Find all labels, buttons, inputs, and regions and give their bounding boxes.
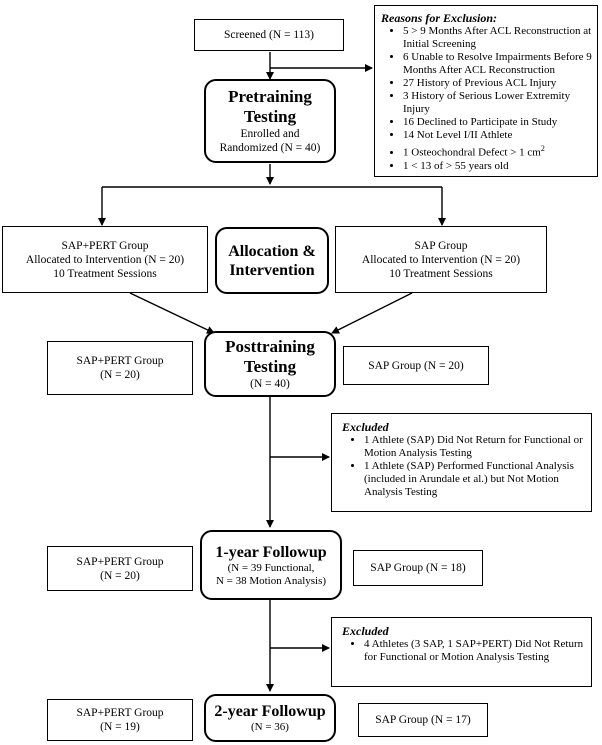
fu1-left-line2: (N = 20) bbox=[100, 569, 140, 582]
allocation-title: Allocation & Intervention bbox=[228, 242, 316, 279]
screened-label: Screened (N = 113) bbox=[223, 29, 315, 41]
post-left-line2: (N = 20) bbox=[100, 369, 140, 381]
excluded2-list: 4 Athletes (3 SAP, 1 SAP+PERT) Did Not R… bbox=[342, 638, 585, 664]
pretraining-line2: Randomized (N = 40) bbox=[219, 142, 321, 154]
fu2-right-label: SAP Group (N = 17) bbox=[375, 714, 471, 726]
exclusion-title: Reasons for Exclusion: bbox=[381, 11, 498, 25]
exclusion-item: 14 Not Level I/II Athlete bbox=[403, 129, 593, 142]
excluded1-item: 1 Athlete (SAP) Did Not Return for Funct… bbox=[364, 434, 585, 460]
followup2-title: 2-year Followup bbox=[214, 703, 326, 720]
excluded1-box: Excluded 1 Athlete (SAP) Did Not Return … bbox=[331, 413, 592, 512]
alloc-left-line1: SAP+PERT Group bbox=[61, 239, 149, 252]
alloc-left-line3: 10 Treatment Sessions bbox=[53, 267, 157, 280]
excluded1-title: Excluded bbox=[342, 420, 389, 434]
exclusion-item: 27 History of Previous ACL Injury bbox=[403, 77, 593, 90]
fu1-right-label: SAP Group (N = 18) bbox=[370, 562, 466, 574]
exclusion-item: 1 < 13 of > 55 years old bbox=[403, 160, 593, 173]
pretraining-line1: Enrolled and bbox=[240, 128, 300, 140]
fu2-left-line1: SAP+PERT Group bbox=[76, 707, 164, 719]
alloc-right-box: SAP Group Allocated to Intervention (N =… bbox=[335, 226, 547, 293]
allocation-box: Allocation & Intervention bbox=[215, 227, 329, 294]
fu2-left-line2: (N = 19) bbox=[100, 721, 140, 733]
post-right-box: SAP Group (N = 20) bbox=[343, 346, 489, 385]
post-right-label: SAP Group (N = 20) bbox=[368, 359, 464, 372]
screened-box: Screened (N = 113) bbox=[194, 19, 344, 51]
alloc-left-line2: Allocated to Intervention (N = 20) bbox=[25, 253, 185, 266]
exclusion-item: 3 History of Serious Lower Extremity Inj… bbox=[403, 90, 593, 116]
followup1-line1: (N = 39 Functional, bbox=[227, 561, 315, 574]
pretraining-title: Pretraining Testing bbox=[228, 87, 312, 126]
fu2-right-box: SAP Group (N = 17) bbox=[358, 703, 488, 737]
posttraining-n: (N = 40) bbox=[250, 378, 290, 390]
fu2-left-box: SAP+PERT Group (N = 19) bbox=[47, 699, 193, 741]
exclusion-box: Reasons for Exclusion: 5 > 9 Months Afte… bbox=[374, 5, 598, 177]
followup1-line2: N = 38 Motion Analysis) bbox=[215, 574, 327, 587]
fu1-right-box: SAP Group (N = 18) bbox=[353, 550, 483, 586]
posttraining-title: Posttraining Testing bbox=[225, 337, 315, 376]
excluded1-list: 1 Athlete (SAP) Did Not Return for Funct… bbox=[342, 434, 585, 499]
alloc-right-line2: Allocated to Intervention (N = 20) bbox=[361, 253, 521, 266]
exclusion-item: 1 Osteochondral Defect > 1 cm2 bbox=[403, 142, 593, 160]
superscript-2: 2 bbox=[540, 144, 545, 153]
exclusion-item-text: 1 Osteochondral Defect > 1 cm bbox=[403, 146, 541, 159]
followup1-title: 1-year Followup bbox=[215, 543, 327, 561]
fu1-left-box: SAP+PERT Group (N = 20) bbox=[47, 546, 193, 591]
exclusion-list: 5 > 9 Months After ACL Reconstruction at… bbox=[381, 25, 593, 173]
excluded2-item: 4 Athletes (3 SAP, 1 SAP+PERT) Did Not R… bbox=[364, 638, 585, 664]
followup2-n: (N = 36) bbox=[251, 721, 289, 733]
excluded2-title: Excluded bbox=[342, 624, 389, 638]
followup2-box: 2-year Followup (N = 36) bbox=[204, 694, 336, 742]
exclusion-item: 16 Declined to Participate in Study bbox=[403, 116, 593, 129]
arrow-left-to-posttraining bbox=[129, 292, 215, 334]
alloc-right-line1: SAP Group bbox=[414, 239, 468, 252]
alloc-left-box: SAP+PERT Group Allocated to Intervention… bbox=[2, 226, 208, 293]
fu1-left-line1: SAP+PERT Group bbox=[76, 555, 164, 568]
exclusion-item: 6 Unable to Resolve Impairments Before 9… bbox=[403, 51, 593, 77]
alloc-right-line3: 10 Treatment Sessions bbox=[389, 267, 493, 280]
excluded2-box: Excluded 4 Athletes (3 SAP, 1 SAP+PERT) … bbox=[331, 617, 592, 687]
post-left-line1: SAP+PERT Group bbox=[76, 355, 164, 367]
posttraining-box: Posttraining Testing (N = 40) bbox=[204, 331, 336, 397]
post-left-box: SAP+PERT Group (N = 20) bbox=[47, 341, 193, 395]
followup1-box: 1-year Followup (N = 39 Functional, N = … bbox=[200, 530, 342, 600]
arrow-right-to-posttraining bbox=[331, 292, 413, 334]
exclusion-item: 5 > 9 Months After ACL Reconstruction at… bbox=[403, 25, 593, 51]
excluded1-item: 1 Athlete (SAP) Performed Functional Ana… bbox=[364, 460, 585, 499]
pretraining-box: Pretraining Testing Enrolled and Randomi… bbox=[204, 79, 336, 163]
